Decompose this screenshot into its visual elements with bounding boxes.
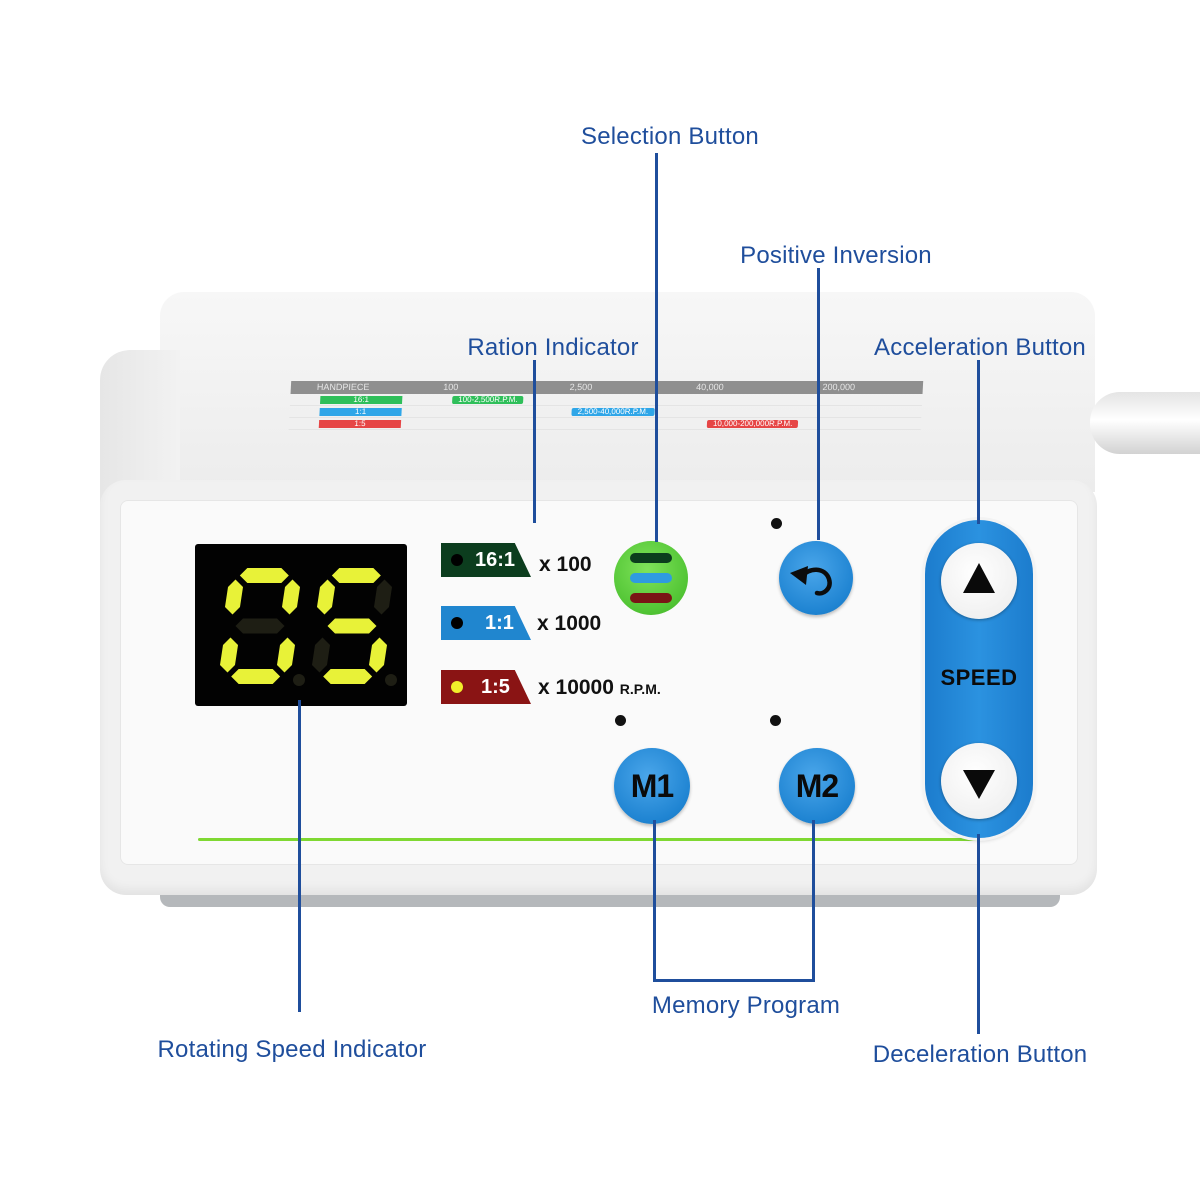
deceleration-button[interactable] — [941, 743, 1017, 819]
range-1-5: 10,000-200,000R.P.M. — [706, 419, 799, 428]
m2-led — [770, 715, 781, 726]
leader-line-acceleration — [977, 360, 980, 524]
callout-selection-button: Selection Button — [581, 123, 759, 150]
callout-deceleration-button: Deceleration Button — [872, 1041, 1088, 1068]
m2-button[interactable]: M2 — [779, 748, 855, 824]
selection-button[interactable] — [614, 541, 688, 615]
table-row: 1:1 2,500-40,000R.P.M. — [289, 406, 922, 418]
display-segment-a — [239, 568, 289, 583]
ratio-label: 1:5 — [481, 676, 510, 698]
display-segment-b — [281, 579, 301, 615]
leader-line-deceleration — [977, 834, 980, 1034]
display-segment-g — [327, 618, 377, 634]
display-segment-f — [224, 579, 244, 615]
ratio-multiplier: x 10000 R.P.M. — [538, 676, 661, 700]
display-segment-e — [311, 637, 331, 673]
positive-inversion-button[interactable] — [779, 541, 853, 615]
range-16-1: 100-2,500R.P.M. — [452, 395, 524, 404]
display-segment-a — [331, 568, 381, 583]
m1-led — [615, 715, 626, 726]
leader-line-m2 — [812, 820, 815, 982]
leader-line-selection — [655, 153, 658, 542]
ratio-label: 1:1 — [485, 612, 514, 634]
table-row: 1:5 10,000-200,000R.P.M. — [288, 418, 922, 430]
display-segment-e — [219, 637, 239, 673]
multiplier-text: x 10000 — [538, 676, 614, 699]
selection-bar-16-1 — [630, 553, 672, 563]
ratio-indicator-16-1: 16:1 — [441, 543, 531, 577]
display-segment-f — [316, 579, 336, 615]
display-segment-d — [323, 669, 373, 684]
speed-control: SPEED — [925, 520, 1033, 838]
leader-line-speed-indicator — [298, 700, 301, 1012]
callout-rotating-speed-indicator: Rotating Speed Indicator — [157, 1036, 427, 1063]
ratio-table-header: HANDPIECE 100 2,500 40,000 200,000 — [290, 381, 924, 394]
rotate-ccw-icon — [790, 566, 832, 596]
table-header-cell: 100 — [443, 382, 459, 392]
rpm-unit: R.P.M. — [619, 681, 661, 697]
selection-bar-1-1 — [630, 573, 672, 583]
table-row: 16:1 100-2,500R.P.M. — [289, 394, 923, 406]
leader-line-memory — [653, 979, 815, 982]
leader-line-m1 — [653, 820, 656, 982]
ratio-led — [451, 554, 463, 566]
selection-bar-1-5 — [630, 593, 672, 603]
multiplier-text: x 100 — [539, 553, 592, 576]
acceleration-button[interactable] — [941, 543, 1017, 619]
ratio-indicator-1-1: 1:1 — [441, 606, 531, 640]
m1-button[interactable]: M1 — [614, 748, 690, 824]
speed-label: SPEED — [940, 665, 1018, 690]
ratio-tag-1-5: 1:5 — [318, 419, 402, 428]
ratio-tag-16-1: 16:1 — [320, 395, 403, 404]
table-header-cell: 2,500 — [569, 382, 593, 392]
triangle-up-icon — [963, 563, 995, 593]
table-header-cell: HANDPIECE — [316, 382, 370, 392]
ratio-indicator-1-5: 1:5 — [441, 670, 531, 704]
display-decimal-point — [293, 674, 305, 686]
leader-line-ration — [533, 360, 536, 523]
range-1-1: 2,500-40,000R.P.M. — [571, 407, 655, 416]
ratio-multiplier: x 1000 — [537, 612, 601, 636]
callout-memory-program: Memory Program — [651, 992, 841, 1019]
table-header-cell: 200,000 — [822, 382, 856, 392]
panel-accent-line — [198, 838, 978, 841]
ratio-tag-1-1: 1:1 — [319, 407, 402, 416]
display-decimal-point — [385, 674, 397, 686]
display-segment-b — [373, 579, 393, 615]
power-cable — [1090, 392, 1200, 454]
display-segment-g — [235, 618, 285, 634]
callout-positive-inversion: Positive Inversion — [740, 242, 932, 269]
ratio-label: 16:1 — [475, 549, 516, 571]
rotating-speed-display — [195, 544, 407, 706]
seven-segment-digits — [219, 568, 397, 686]
triangle-down-icon — [963, 770, 995, 799]
ratio-led — [451, 617, 463, 629]
display-segment-c — [276, 637, 296, 673]
leader-line-inversion — [817, 268, 820, 540]
display-segment-d — [231, 669, 281, 684]
inversion-led — [771, 518, 782, 529]
display-segment-c — [368, 637, 388, 673]
multiplier-text: x 1000 — [537, 612, 602, 635]
ratio-label-table: HANDPIECE 100 2,500 40,000 200,000 16:1 … — [288, 381, 924, 430]
ratio-multiplier: x 100 — [539, 553, 592, 577]
ratio-led — [451, 681, 463, 693]
table-header-cell: 40,000 — [695, 382, 724, 392]
callout-acceleration-button: Acceleration Button — [874, 334, 1086, 361]
callout-ration-indicator: Ration Indicator — [467, 334, 639, 361]
